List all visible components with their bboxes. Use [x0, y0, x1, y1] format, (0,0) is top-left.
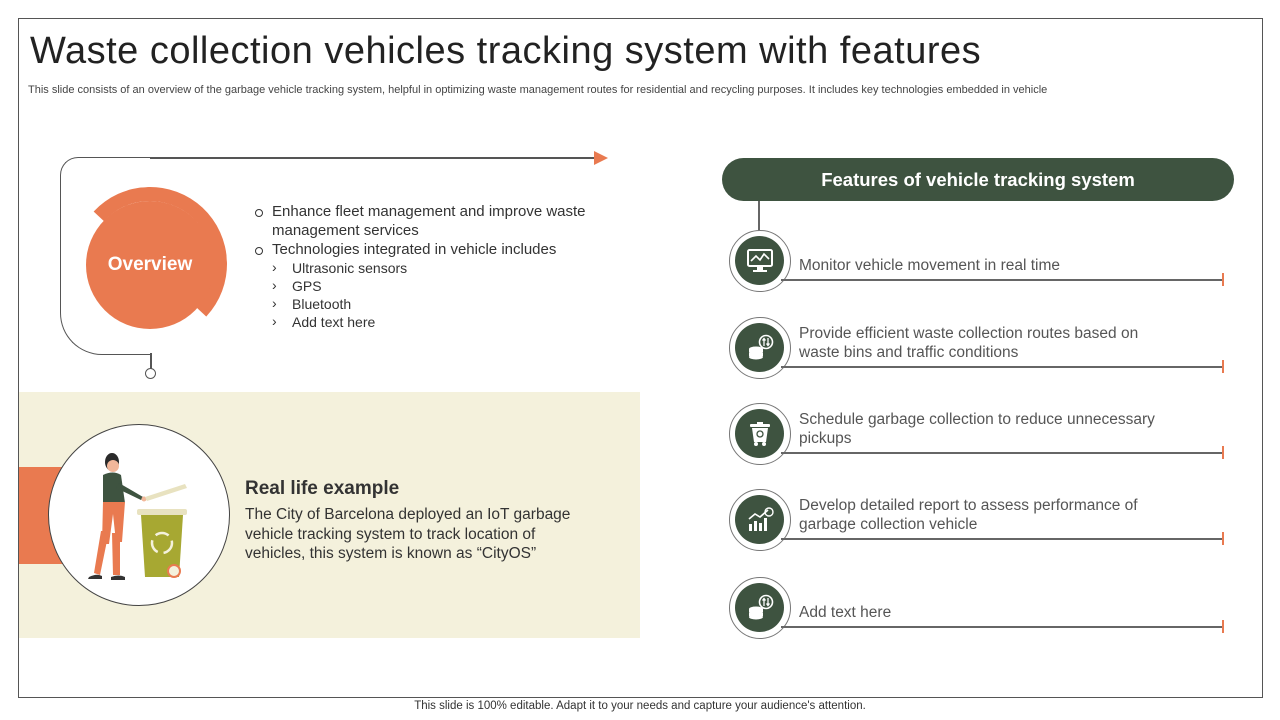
overview-sub-item: GPS: [254, 276, 634, 295]
feature-row: Monitor vehicle movement in real time: [729, 230, 1229, 292]
feature-line: [781, 279, 1223, 281]
feature-line-tick: [1222, 273, 1224, 286]
monitor-chart-icon: [746, 248, 773, 272]
garbage-bin-icon: [749, 421, 770, 446]
feature-text: Schedule garbage collection to reduce un…: [799, 411, 1155, 447]
page-subtitle: This slide consists of an overview of th…: [28, 84, 1048, 96]
coins-arrows-icon: [748, 334, 773, 359]
real-life-body: The City of Barcelona deployed an IoT ga…: [245, 506, 571, 562]
feature-row: Provide efficient waste collection route…: [729, 317, 1229, 379]
feature-line: [781, 538, 1223, 540]
overview-top-line: [150, 157, 596, 159]
features-spine: [758, 201, 760, 231]
overview-label: Overview: [107, 254, 193, 275]
feature-line-tick: [1222, 446, 1224, 459]
overview-sub-item: Ultrasonic sensors: [254, 258, 634, 277]
features-header-label: Features of vehicle tracking system: [821, 168, 1135, 190]
real-life-heading: Real life example: [245, 478, 400, 499]
overview-sub-item: Add text here: [254, 312, 634, 331]
feature-text: Develop detailed report to assess perfor…: [799, 497, 1138, 533]
feature-icon-frame: [729, 489, 791, 551]
feature-text: Add text here: [799, 604, 892, 621]
feature-line: [781, 452, 1223, 454]
overview-list: Enhance fleet management and improve was…: [254, 202, 634, 331]
overview-bullet: Enhance fleet management and improve was…: [254, 202, 634, 240]
feature-text: Provide efficient waste collection route…: [799, 325, 1139, 361]
overview-connector: [60, 157, 152, 355]
overview-end-dot: [145, 368, 156, 379]
feature-line-tick: [1222, 532, 1224, 545]
footer-note: This slide is 100% editable. Adapt it to…: [414, 700, 866, 712]
features-header: Features of vehicle tracking system: [722, 158, 1234, 201]
overview-sublist: Ultrasonic sensors GPS Bluetooth Add tex…: [254, 258, 634, 331]
growth-chart-icon: [747, 506, 774, 531]
arrow-head-icon: [594, 151, 608, 165]
overview-bullet: Technologies integrated in vehicle inclu…: [254, 240, 634, 259]
feature-line: [781, 626, 1223, 628]
feature-line-tick: [1222, 360, 1224, 373]
feature-icon-frame: [729, 230, 791, 292]
overview-drop-line: [150, 353, 152, 369]
overview-circle: Overview: [86, 201, 214, 329]
feature-icon-frame: [729, 317, 791, 379]
overview-sub-item: Bluetooth: [254, 294, 634, 313]
slide-frame: [18, 18, 1263, 698]
real-life-illustration: [48, 424, 230, 606]
feature-icon-frame: [729, 403, 791, 465]
page-title: Waste collection vehicles tracking syste…: [30, 30, 982, 72]
woman-recycling-icon: [88, 453, 187, 580]
feature-line: [781, 366, 1223, 368]
feature-icon-frame: [729, 577, 791, 639]
feature-text: Monitor vehicle movement in real time: [799, 257, 1061, 274]
feature-row: Schedule garbage collection to reduce un…: [729, 403, 1229, 465]
feature-row: Develop detailed report to assess perfor…: [729, 489, 1229, 551]
coins-arrows-icon: [748, 594, 773, 619]
feature-row: Add text here: [729, 577, 1229, 639]
feature-line-tick: [1222, 620, 1224, 633]
